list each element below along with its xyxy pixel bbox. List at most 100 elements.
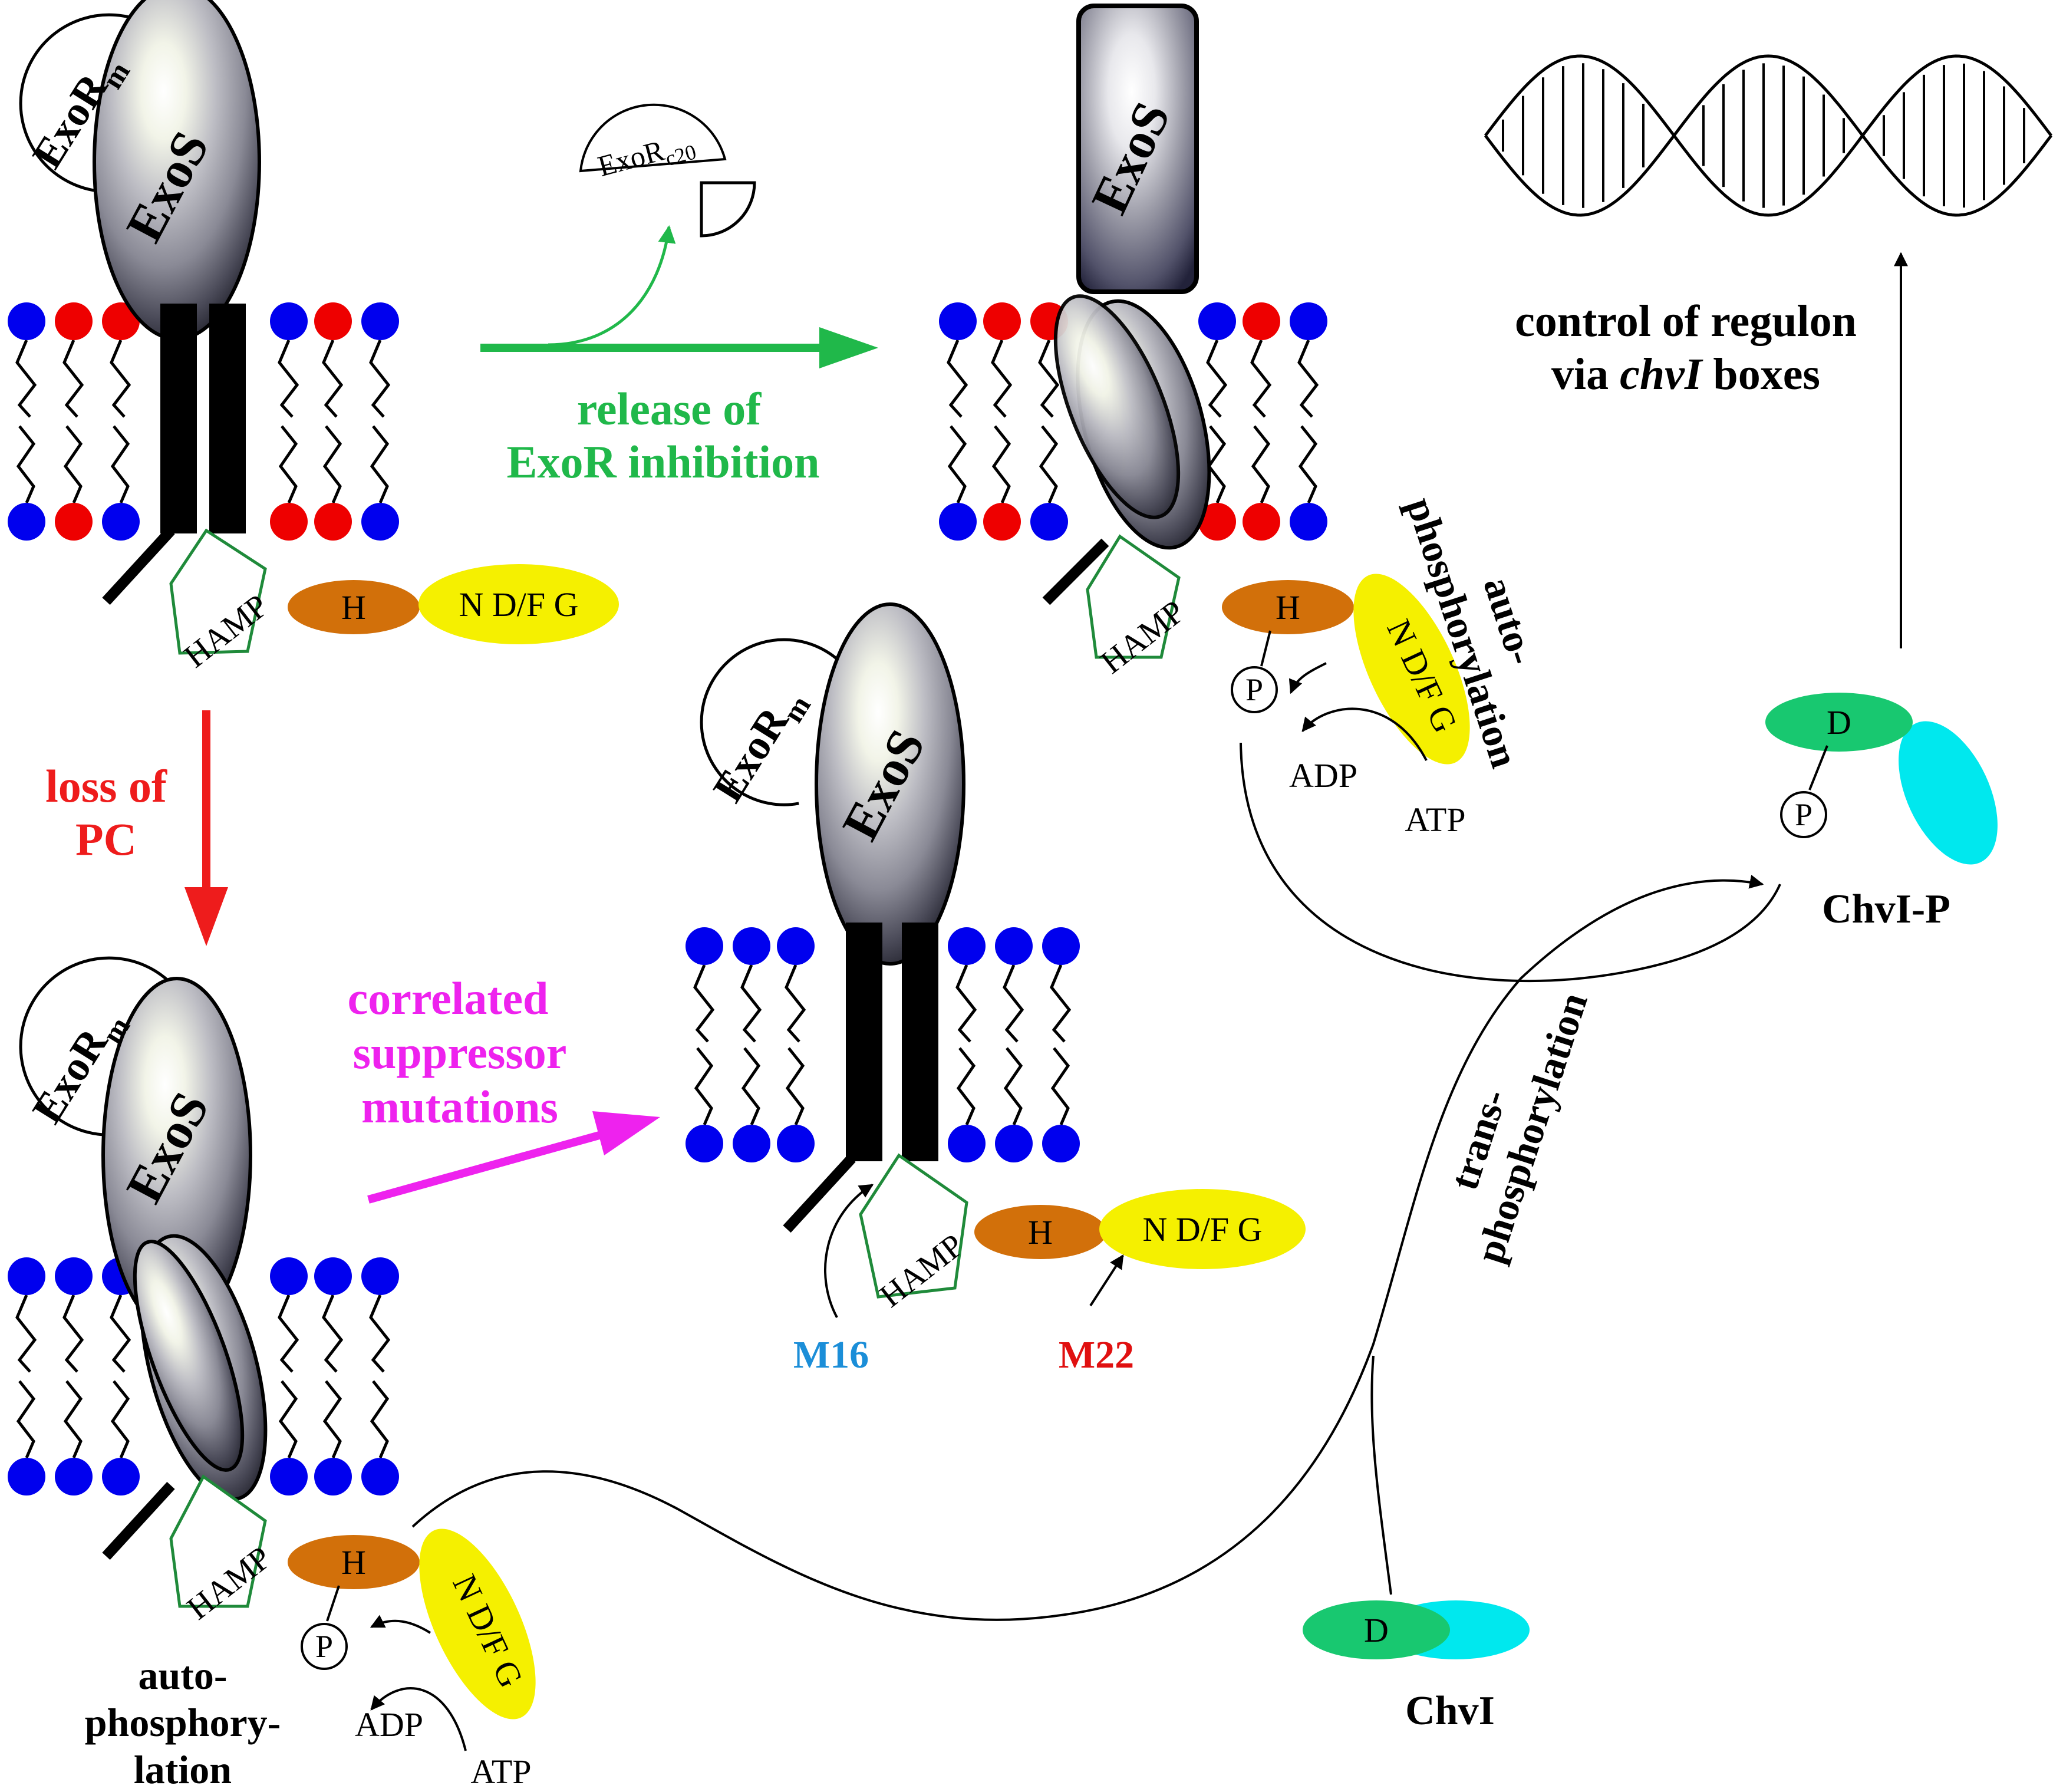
- lipid-head: [361, 302, 399, 340]
- lipid-head: [686, 1125, 723, 1162]
- phosphotransfer-curve: [1240, 742, 1781, 983]
- chvi-d-domain: [1303, 1600, 1450, 1659]
- lipid-tail: [1298, 425, 1318, 503]
- cytoplasmic-stub: [1042, 538, 1109, 605]
- release-text: ExoR inhibition: [506, 436, 819, 487]
- dna-helix: [1484, 54, 2052, 217]
- lipid-tail: [370, 1380, 390, 1458]
- autophos-text: lation: [134, 1747, 232, 1792]
- exor-m-label: ExoRm: [704, 678, 817, 813]
- exor-release-curve: [548, 225, 676, 347]
- exos-periplasmic-domain: [1053, 294, 1181, 519]
- phosphate-label: P: [315, 1629, 333, 1664]
- pathway-arrows: [184, 225, 1908, 1751]
- lipid-tail: [991, 425, 1011, 503]
- transmembrane-helix: [160, 304, 197, 533]
- hamp-domain: [1086, 534, 1181, 659]
- lipid-tail: [62, 1294, 84, 1373]
- lipid-tail: [1297, 340, 1319, 418]
- lipid-tail: [110, 1380, 130, 1458]
- d-label: D: [1827, 703, 1851, 742]
- h-label: H: [1276, 588, 1300, 627]
- lipid-head: [102, 503, 140, 541]
- lipid-head: [995, 927, 1033, 965]
- ndfg-label: N D/F G: [1142, 1210, 1262, 1249]
- lipid-tail: [1003, 964, 1024, 1043]
- exos-periplasmic-domain: [815, 602, 965, 966]
- lipid-tail: [1039, 425, 1059, 503]
- lipid-tail: [694, 1047, 714, 1125]
- lipid-tail: [785, 1047, 805, 1125]
- h-label: H: [341, 1543, 366, 1582]
- phosphate-circle: [1231, 666, 1278, 713]
- phosphate-circle: [1780, 791, 1827, 838]
- release-arrowhead: [819, 327, 878, 368]
- atp-label: ATP: [1405, 801, 1465, 839]
- lipid-head: [314, 1257, 352, 1295]
- lipid-tail: [370, 425, 390, 503]
- d-label: D: [1364, 1611, 1389, 1649]
- suppressor-text: correlated: [348, 973, 549, 1024]
- lipid-head: [270, 302, 308, 340]
- lipid-head: [314, 302, 352, 340]
- lipid-head: [1290, 302, 1327, 340]
- lipid-tail: [16, 425, 36, 503]
- chvi-p-effector-domain: [1899, 721, 1998, 865]
- transmembrane-helix: [902, 923, 938, 1161]
- regulon-suffix: boxes: [1702, 350, 1820, 399]
- lipid-head: [1290, 503, 1327, 541]
- lipid-tail: [785, 964, 806, 1043]
- lipid-tail: [740, 964, 762, 1043]
- lipid-tail: [1250, 340, 1272, 418]
- lipid-tail: [322, 1294, 344, 1373]
- lipid-tail: [1038, 340, 1060, 418]
- exos-active-domain: [1076, 4, 1199, 294]
- chvi-p-label: ChvI-P: [1822, 887, 1950, 932]
- exos-periplasmic-domain: [133, 1240, 245, 1472]
- exos-ellipse: [1053, 294, 1181, 519]
- lipid-tail: [1251, 425, 1271, 503]
- chvi-connector: [1370, 1355, 1392, 1595]
- chvi-p-d-domain: [1765, 693, 1913, 752]
- lipid-head: [1042, 1125, 1080, 1162]
- lipid-head: [777, 927, 815, 965]
- lipid-tail: [955, 964, 977, 1043]
- lipid-head: [733, 1125, 770, 1162]
- lipid-tail: [62, 340, 84, 418]
- lipid-head: [8, 503, 45, 541]
- release-text: release of: [577, 383, 762, 434]
- m22-label: M22: [1059, 1333, 1134, 1376]
- lipid-head: [948, 927, 986, 965]
- lipid-head: [1042, 927, 1080, 965]
- ndfg-domain: [1353, 574, 1470, 765]
- lipid-tail: [110, 425, 130, 503]
- loss-pc-arrowhead: [184, 887, 228, 946]
- lipid-tail: [278, 1294, 299, 1373]
- lipid-head: [102, 302, 140, 340]
- lipid-head: [55, 302, 93, 340]
- lipid-tail: [322, 1380, 342, 1458]
- lipid-tail: [1206, 340, 1228, 418]
- lipid-bilayers: [8, 302, 1327, 1495]
- phosphate-label: P: [1795, 797, 1812, 832]
- lipid-tail: [16, 1380, 36, 1458]
- lipid-tail: [947, 340, 968, 418]
- lipid-tail: [369, 1294, 391, 1373]
- h-domain: [288, 580, 420, 634]
- lipid-tail: [63, 425, 83, 503]
- lipid-head: [1243, 302, 1280, 340]
- adp-label: ADP: [355, 1705, 423, 1744]
- lipid-head: [55, 503, 93, 541]
- lipid-head: [1198, 503, 1236, 541]
- lipid-head: [939, 302, 977, 340]
- lipid-head: [8, 1458, 45, 1495]
- lipid-head: [1198, 302, 1236, 340]
- atp-adp-arrow: [1301, 707, 1428, 761]
- lipid-head: [948, 1125, 986, 1162]
- suppressor-arrowhead: [592, 1111, 660, 1155]
- dna-strand: [1484, 54, 2052, 217]
- lipid-tail: [110, 340, 131, 418]
- lipid-tail: [991, 340, 1013, 418]
- lipid-tail: [1207, 425, 1227, 503]
- suppressor-text: suppressor: [353, 1027, 567, 1078]
